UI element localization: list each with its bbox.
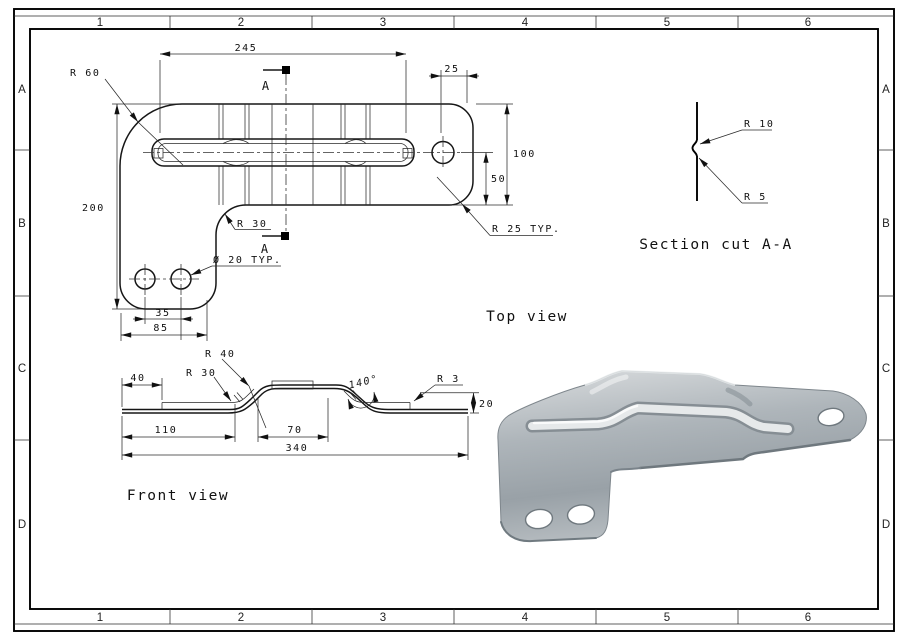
zone-row: B [882, 218, 890, 230]
section-view-title: Section cut A-A [639, 237, 792, 253]
dim-25: 25 [429, 64, 479, 133]
zone-col: 5 [664, 17, 670, 29]
part-3d-holes [524, 407, 845, 530]
dim-text: 100 [513, 149, 536, 160]
zone-row: A [18, 84, 26, 96]
zone-labels: 1 2 3 4 5 6 1 2 3 4 5 6 A B C D A B C D [18, 17, 890, 624]
dim-text: R 30 [186, 368, 216, 379]
zone-col: 4 [522, 612, 529, 624]
zone-col: 5 [664, 612, 670, 624]
zone-col: 2 [238, 612, 244, 624]
section-marker-a-bottom: A [261, 242, 269, 256]
dim-text: 245 [235, 43, 258, 54]
dim-text: R 40 [205, 349, 235, 360]
dim-text: R 3 [437, 374, 460, 385]
zone-row: C [882, 363, 890, 375]
section-marker-a-top: A [262, 79, 270, 93]
zone-col: 6 [805, 17, 811, 29]
top-view-title: Top view [486, 309, 568, 325]
dim-100: 100 [452, 103, 536, 206]
dim-85: 85 [120, 300, 208, 341]
dim-text: Ø 20 TYP. [213, 254, 282, 266]
dim-text: 140° [348, 374, 380, 392]
slot-feature [143, 138, 460, 167]
dim-340: 340 [122, 416, 469, 460]
dim-text: 25 [444, 64, 459, 75]
zone-col: 4 [522, 17, 529, 29]
dim-text: 200 [82, 203, 105, 214]
leader-dia20: Ø 20 TYP. [190, 254, 282, 276]
zone-row: D [18, 519, 26, 531]
dim-text: 340 [286, 443, 309, 454]
section-cut-line: A A [261, 66, 290, 256]
zone-col: 3 [380, 612, 386, 624]
dim-text: 20 [479, 399, 494, 410]
dim-text: 85 [153, 323, 168, 334]
holes [129, 136, 455, 295]
part-3d-rib [525, 401, 795, 436]
leader-r60: R 60 [70, 68, 184, 166]
dim-245: 245 [159, 43, 407, 133]
sheet-frame: 1 2 3 4 5 6 1 2 3 4 5 6 A B C D A B C D [13, 8, 895, 632]
dim-text: R 5 [744, 192, 767, 203]
dim-text: R 30 [237, 219, 267, 230]
leader-r30-front: R 30 [186, 368, 232, 402]
bend-lines [218, 104, 371, 205]
dim-text: R 10 [744, 119, 774, 130]
zone-dividers [14, 16, 894, 624]
zone-row: B [18, 218, 26, 230]
leader-r40-front: R 40 [205, 349, 267, 429]
front-profile-bottom [122, 387, 468, 414]
front-view-title: Front view [127, 488, 229, 504]
dim-70: 70 [257, 398, 329, 442]
dim-text: 70 [287, 425, 302, 436]
top-view: A A 245 25 200 [70, 43, 568, 341]
zone-row: D [882, 519, 890, 531]
dim-50: 50 [461, 152, 506, 205]
dim-text: 110 [155, 425, 178, 436]
leader-r30-top: R 30 [224, 213, 271, 230]
leader-r5: R 5 [698, 157, 768, 204]
zone-row: A [882, 84, 890, 96]
dim-text: 35 [155, 308, 170, 319]
dim-text: R 60 [70, 68, 100, 79]
leader-r3: R 3 [413, 374, 463, 402]
dim-text: R 25 TYP. [492, 224, 561, 235]
leader-r10: R 10 [699, 119, 774, 145]
dim-20: 20 [420, 392, 494, 414]
zone-col: 2 [238, 17, 244, 29]
zone-row: C [18, 363, 26, 375]
leader-r25: R 25 TYP. [436, 176, 561, 236]
zone-col: 3 [380, 17, 386, 29]
top-view-outline [119, 103, 474, 310]
dim-40: 40 [121, 373, 163, 407]
zone-col: 1 [97, 612, 103, 624]
dim-200: 200 [82, 103, 180, 310]
dim-text: 50 [491, 174, 506, 185]
dim-text: 40 [130, 373, 145, 384]
zone-col: 6 [805, 612, 811, 624]
zone-col: 1 [97, 17, 103, 29]
iso-3d-view [497, 369, 867, 543]
section-view: R 10 R 5 Section cut A-A [639, 102, 792, 253]
front-view: 40 110 70 340 20 R 30 [121, 349, 494, 504]
part-3d-body [497, 370, 867, 542]
